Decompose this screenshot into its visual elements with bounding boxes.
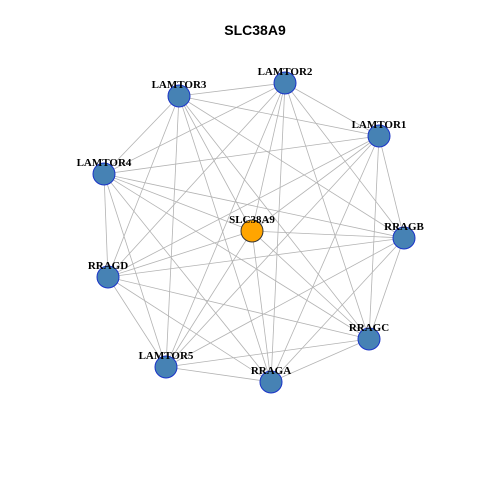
edge-lamtor2-lamtor5 <box>165 82 286 368</box>
edge-lamtor5-rragc <box>165 338 370 368</box>
graph-title: SLC38A9 <box>224 22 286 38</box>
edge-lamtor2-rraga <box>270 82 286 383</box>
edge-lamtor4-rraga <box>103 173 272 383</box>
edge-rragc-rragd <box>107 276 370 340</box>
edge-rragb-rragc <box>368 237 405 340</box>
edge-lamtor1-lamtor3 <box>178 95 380 137</box>
node-label-lamtor1: LAMTOR1 <box>352 119 407 131</box>
edge-rraga-rragc <box>270 338 370 383</box>
edge-rraga-rragb <box>270 237 405 383</box>
edge-lamtor4-rragc <box>103 173 370 340</box>
edge-slc38a9-lamtor1 <box>251 135 380 232</box>
node-label-lamtor2: LAMTOR2 <box>258 66 313 78</box>
label-layer: SLC38A9 LAMTOR1 LAMTOR2LAMTOR3LAMTOR4LAMTO… <box>77 66 425 377</box>
node-lamtor2[interactable] <box>273 71 297 95</box>
node-label-rragc: RRAGC <box>349 322 389 334</box>
edge-lamtor1-lamtor4 <box>103 135 380 175</box>
edge-layer <box>103 82 405 383</box>
edge-lamtor2-lamtor4 <box>103 82 286 175</box>
edge-lamtor5-rragd <box>107 276 167 368</box>
node-label-lamtor5: LAMTOR5 <box>139 350 194 362</box>
edge-slc38a9-rragd <box>107 230 253 278</box>
edge-lamtor2-lamtor3 <box>178 82 286 97</box>
edge-lamtor3-rragd <box>107 95 180 278</box>
node-rraga[interactable] <box>259 370 283 394</box>
node-label-rragd: RRAGD <box>88 260 128 272</box>
node-lamtor1[interactable] <box>367 124 391 148</box>
edge-lamtor4-rragd <box>103 173 109 278</box>
node-rragd[interactable] <box>96 265 120 289</box>
edge-lamtor1-rragd <box>107 135 380 278</box>
edge-lamtor3-rragb <box>178 95 405 239</box>
node-layer <box>92 71 416 394</box>
edge-lamtor4-lamtor5 <box>103 173 167 368</box>
edge-slc38a9-lamtor2 <box>251 82 286 232</box>
edge-lamtor1-rragc <box>368 135 380 340</box>
node-label-lamtor4: LAMTOR4 <box>77 157 132 169</box>
edge-slc38a9-lamtor5 <box>165 230 253 368</box>
edge-lamtor1-rraga <box>270 135 380 383</box>
edge-lamtor3-lamtor5 <box>165 95 180 368</box>
node-lamtor3[interactable] <box>167 84 191 108</box>
node-slc38a9[interactable] <box>240 219 264 243</box>
node-lamtor5[interactable] <box>154 355 178 379</box>
edge-lamtor2-rragc <box>284 82 370 340</box>
node-lamtor4[interactable] <box>92 162 116 186</box>
edge-slc38a9-rragb <box>251 230 405 239</box>
node-label-rraga: RRAGA <box>251 365 291 377</box>
edge-lamtor5-rraga <box>165 366 272 383</box>
node-label-slc38a9: SLC38A9 <box>229 214 275 226</box>
edge-lamtor1-lamtor2 <box>284 82 380 137</box>
edge-lamtor3-rraga <box>178 95 272 383</box>
node-rragb[interactable] <box>392 226 416 250</box>
edge-rraga-rragd <box>107 276 272 383</box>
edge-lamtor5-rragb <box>165 237 405 368</box>
node-label-rragb: RRAGB <box>384 221 424 233</box>
edge-lamtor1-lamtor5 <box>165 135 380 368</box>
edge-lamtor2-rragd <box>107 82 286 278</box>
edge-slc38a9-rraga <box>251 230 272 383</box>
node-rragc[interactable] <box>357 327 381 351</box>
edge-lamtor3-rragc <box>178 95 370 340</box>
edge-rragb-rragd <box>107 237 405 278</box>
edge-lamtor2-rragb <box>284 82 405 239</box>
edge-lamtor3-lamtor4 <box>103 95 180 175</box>
edge-lamtor4-rragb <box>103 173 405 239</box>
edge-slc38a9-rragc <box>251 230 370 340</box>
edge-lamtor1-rragb <box>378 135 405 239</box>
node-label-lamtor3: LAMTOR3 <box>152 79 207 91</box>
